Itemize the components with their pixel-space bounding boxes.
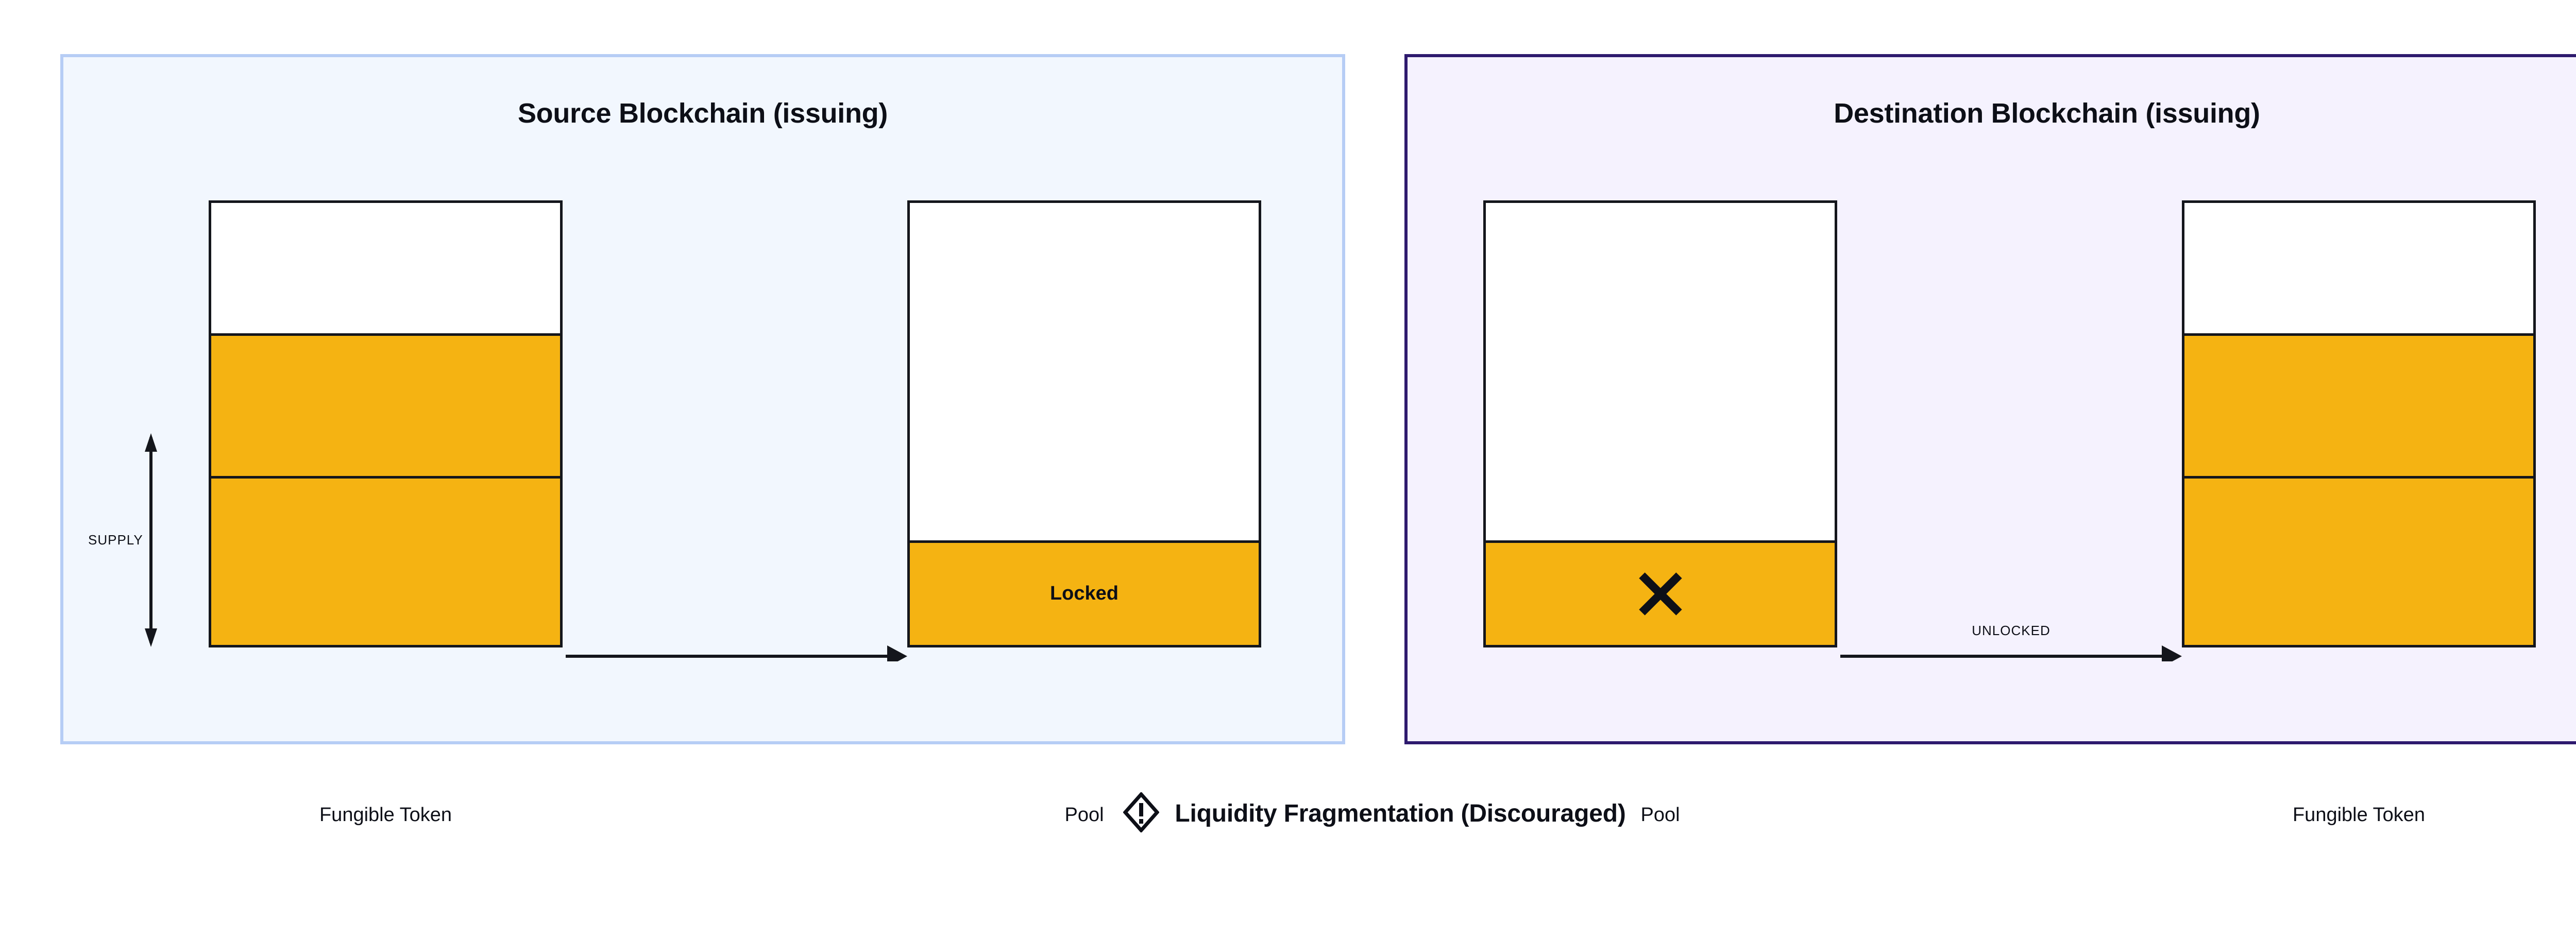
bar-segment-empty: [2184, 203, 2533, 333]
column-source-pool: Locked Pool: [907, 200, 1261, 826]
supply-double-arrow-icon: [144, 433, 157, 647]
bar-segment-empty: [211, 203, 560, 333]
bar-segment-gold-upper: [211, 333, 560, 476]
locked-label: Locked: [1049, 583, 1119, 605]
flow-arrow-unlock: UNLOCKED: [1840, 600, 2182, 667]
column-caption-fungible-token: Fungible Token: [2292, 804, 2426, 826]
panel-source-blockchain: Source Blockchain (issuing) SUPPLY Fungi…: [60, 54, 1345, 826]
supply-indicator-source: SUPPLY: [88, 433, 159, 647]
panel-destination-blockchain: Destination Blockchain (issuing) Pool: [1404, 54, 2576, 826]
column-caption-pool: Pool: [1640, 804, 1680, 826]
flow-label-unlocked: UNLOCKED: [1972, 623, 2050, 638]
arrow-right-icon: [566, 645, 907, 667]
bar-segment-empty: [910, 203, 1259, 540]
bar-segment-gold-lower: [2184, 476, 2533, 645]
token-supply-bar: [209, 200, 563, 647]
supply-label-source: SUPPLY: [88, 532, 143, 548]
column-destination-pool: Pool: [1483, 200, 1837, 826]
bar-segment-blocked: [1486, 540, 1835, 645]
bar-segment-locked: Locked: [910, 540, 1259, 645]
column-caption-fungible-token: Fungible Token: [319, 804, 452, 826]
warning-diamond-icon: [1123, 791, 1160, 835]
bar-segment-gold-upper: [2184, 333, 2533, 476]
column-caption-pool: Pool: [1064, 804, 1104, 826]
footer-warning-text: Liquidity Fragmentation (Discouraged): [1175, 800, 1626, 827]
pool-supply-bar: [1483, 200, 1837, 647]
flow-arrow-lock: [566, 600, 907, 667]
bar-segment-gold-lower: [211, 476, 560, 645]
cross-x-icon: [1637, 570, 1684, 618]
panel-source-title: Source Blockchain (issuing): [517, 98, 888, 129]
panel-destination-title: Destination Blockchain (issuing): [1834, 98, 2260, 129]
bar-segment-empty: [1486, 203, 1835, 540]
token-supply-bar: [2182, 200, 2536, 647]
column-destination-fungible-token: Fungible Token: [2182, 200, 2536, 826]
pool-supply-bar: Locked: [907, 200, 1261, 647]
footer-warning-note: Liquidity Fragmentation (Discouraged): [0, 791, 2576, 835]
column-source-fungible-token: Fungible Token: [209, 200, 563, 826]
